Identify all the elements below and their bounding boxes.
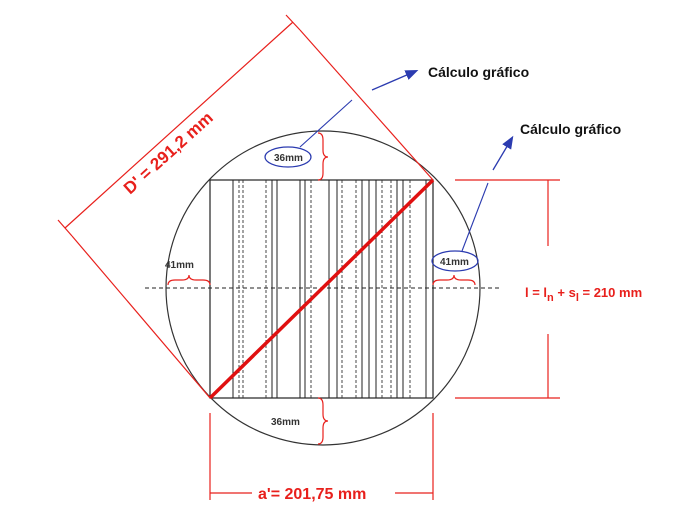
diagonal-dimension [57,14,434,399]
callout-ellipse-top [264,146,312,168]
width-dimension [209,413,434,500]
length-label-sub-n: n [547,292,554,304]
callout-leader-right [461,182,489,252]
length-label-sub-l: l [576,292,579,304]
length-dimension [455,179,560,399]
length-label-main: l = l [525,285,547,300]
callout-ellipse-right [431,250,479,272]
clearance-bottom-label: 36mm [271,417,300,428]
callout-label-right: Cálculo gráfico [520,121,621,137]
callout-arrow-top [371,69,419,91]
width-dimension-label: a'= 201,75 mm [258,486,366,503]
length-label-mid: + s [554,285,576,300]
clearance-right-label: 41mm [440,257,469,268]
length-label-end: = 210 mm [579,285,642,300]
callout-leader-top [299,99,353,148]
diagonal-dimension-label: D' = 291,2 mm [120,108,217,198]
clearance-top-label: 36mm [274,153,303,164]
clearance-left-label: 41mm [165,260,194,271]
callout-arrow-right [492,135,514,171]
clearance-braces [167,132,476,445]
length-dimension-label: l = ln + sl = 210 mm [525,285,642,304]
callout-label-top: Cálculo gráfico [428,64,529,80]
diagonal-line [208,178,435,400]
